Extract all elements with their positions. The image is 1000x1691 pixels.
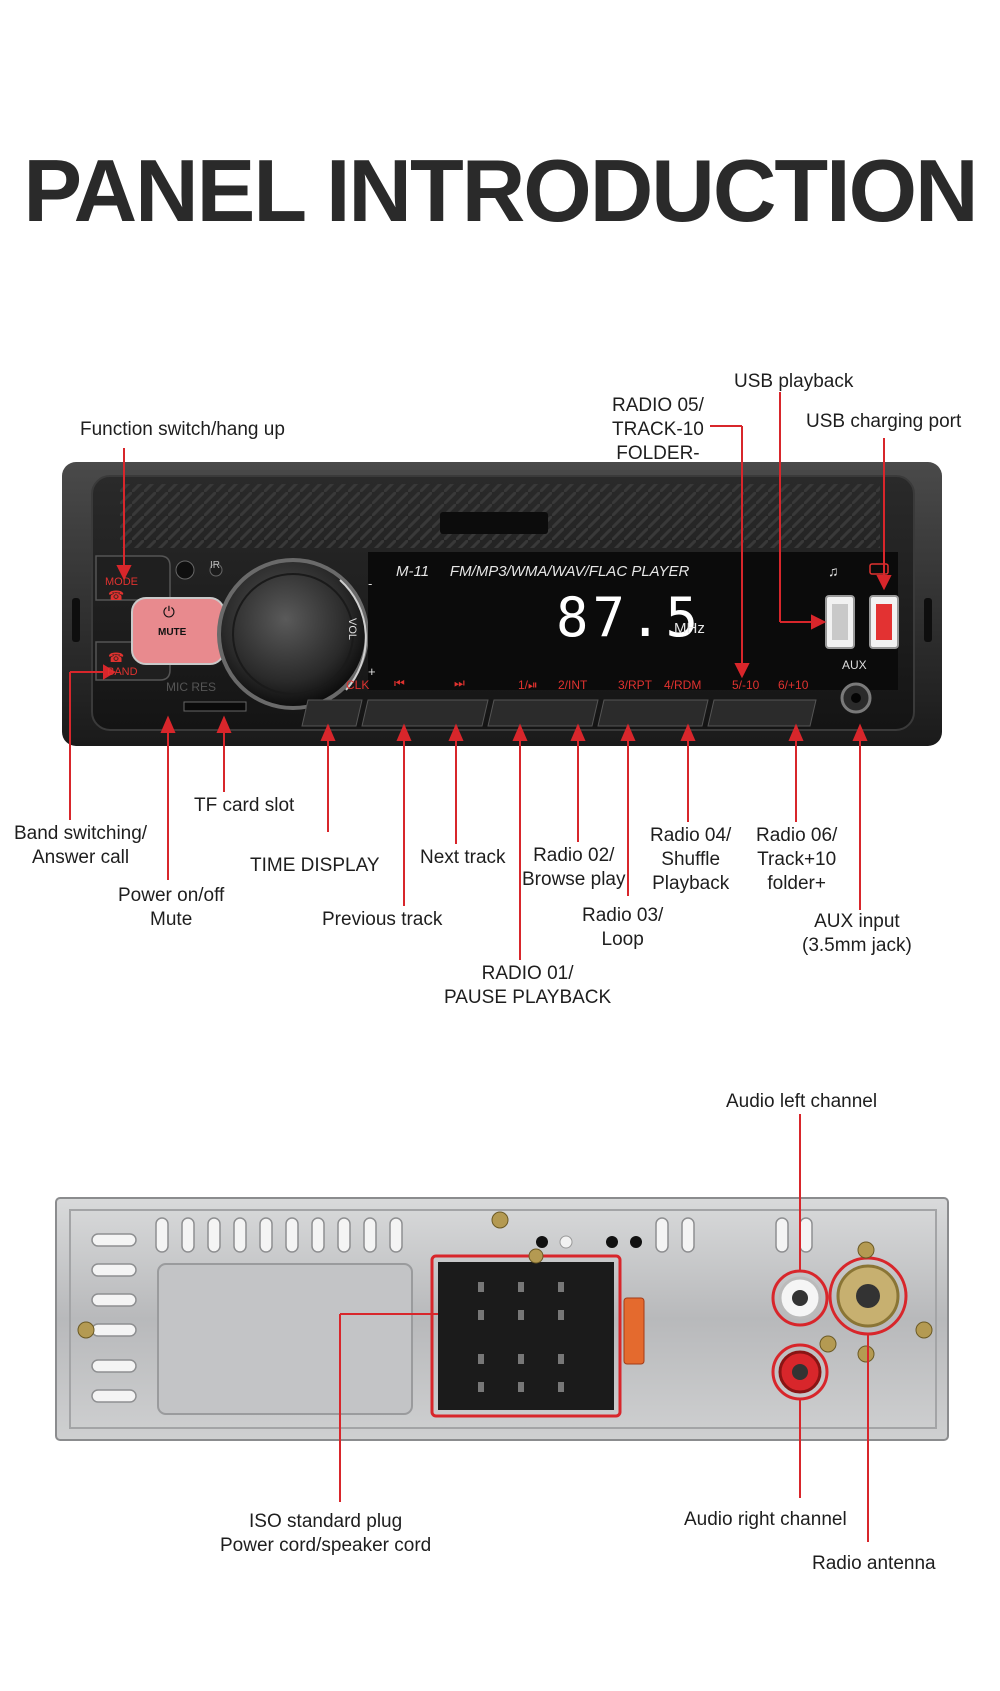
page-title: PANEL INTRODUCTION: [23, 141, 978, 240]
power-icon: ⏻: [163, 604, 175, 621]
mic-label: MIC: [166, 680, 188, 694]
fuse: [623, 1297, 645, 1365]
label-usb-playback: USB playback: [734, 371, 854, 392]
label-time-display: TIME DISPLAY: [250, 855, 380, 876]
phone-answer-icon: ☎: [108, 650, 125, 665]
button-label-5[interactable]: 5/-10: [732, 678, 760, 692]
label-radio-antenna: Radio antenna: [812, 1553, 936, 1574]
label-radio02: Radio 02/Browse play: [522, 845, 626, 890]
button-label-4[interactable]: 4/RDM: [664, 678, 702, 692]
mode-button-label[interactable]: MODE: [105, 576, 138, 588]
label-function-switch: Function switch/hang up: [80, 419, 285, 440]
mute-button-label[interactable]: MUTE: [158, 627, 187, 638]
format-label: FM/MP3/WMA/WAV/FLAC PLAYER: [449, 563, 690, 580]
model-label: M-11: [396, 563, 430, 580]
label-audio-right: Audio right channel: [684, 1509, 847, 1530]
frequency-display: 87.5: [556, 586, 703, 649]
label-radio03: Radio 03/Loop: [582, 905, 664, 950]
label-radio01: RADIO 01/PAUSE PLAYBACK: [444, 963, 612, 1008]
iso-connector: [438, 1262, 614, 1410]
button-label-2[interactable]: 2/INT: [558, 678, 588, 692]
label-usb-charging: USB charging port: [806, 411, 962, 432]
ir-label: IR: [210, 560, 220, 571]
aux-label: AUX: [842, 658, 867, 672]
button-label-next[interactable]: ⏭: [454, 676, 465, 690]
vol-plus-label: +: [368, 664, 376, 679]
label-next-track: Next track: [420, 847, 506, 868]
button-label-1[interactable]: 1/⏯: [518, 678, 538, 692]
button-label-6[interactable]: 6/+10: [778, 678, 809, 692]
label-aux-input: AUX input(3.5mm jack): [802, 911, 912, 956]
phone-hangup-icon: ☎: [108, 588, 125, 603]
volume-knob: [217, 558, 369, 710]
label-audio-left: Audio left channel: [726, 1091, 878, 1112]
res-label: RES: [191, 680, 217, 694]
button-label-clk[interactable]: CLK: [346, 678, 370, 692]
label-tf-card: TF card slot: [194, 795, 295, 816]
button-label-prev[interactable]: ⏮: [394, 676, 405, 690]
label-previous-track: Previous track: [322, 909, 443, 930]
mode-button: [95, 555, 171, 601]
vol-minus-label: -: [368, 576, 373, 591]
label-band-switching: Band switching/Answer call: [14, 823, 148, 868]
frequency-unit: MHz: [674, 620, 705, 637]
tf-card-slot: [183, 701, 247, 712]
svg-text:♫: ♫: [828, 563, 839, 579]
button-label-3[interactable]: 3/RPT: [618, 678, 653, 692]
band-button-label[interactable]: BAND: [107, 666, 138, 678]
